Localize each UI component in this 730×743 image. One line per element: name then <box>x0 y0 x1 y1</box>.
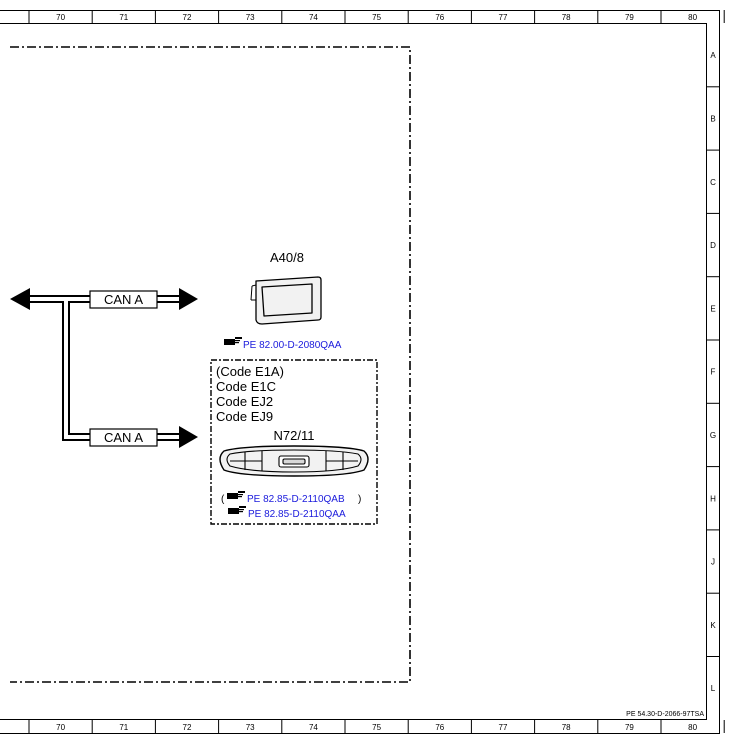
drawing-reference-number: PE 54.30-D-2066-97TSA <box>626 711 704 718</box>
column-label-80: 80 <box>688 13 697 22</box>
reference-open-paren: ( <box>221 494 225 505</box>
column-label-76: 76 <box>435 723 444 732</box>
column-ruler-top: 70 71 72 73 74 75 76 77 78 79 80 <box>28 10 725 23</box>
code-e1c: Code E1C <box>216 379 276 394</box>
n72-11-control-panel-icon <box>219 445 369 477</box>
column-label-79: 79 <box>625 723 634 732</box>
column-label-72: 72 <box>183 723 192 732</box>
bus-arrow-upper-right <box>179 288 198 310</box>
can-a-label-lower: CAN A <box>89 428 158 447</box>
column-label-73: 73 <box>246 13 255 22</box>
column-label-75: 75 <box>372 723 381 732</box>
column-label-74: 74 <box>309 13 318 22</box>
column-label-70: 70 <box>56 723 65 732</box>
a40-8-reference[interactable]: PE 82.00-D-2080QAA <box>224 337 342 351</box>
column-label-78: 78 <box>562 13 571 22</box>
sheet-frame <box>0 10 720 734</box>
n72-11-reference-link-qab[interactable]: PE 82.85-D-2110QAB <box>247 494 345 505</box>
column-label-71: 71 <box>119 723 128 732</box>
column-label-74: 74 <box>309 723 318 732</box>
can-a-label-upper: CAN A <box>89 290 158 309</box>
row-label-H: H <box>710 494 716 503</box>
row-label-A: A <box>710 51 716 60</box>
row-label-J: J <box>711 558 715 567</box>
system-boundary <box>10 46 411 683</box>
row-label-F: F <box>711 368 716 377</box>
row-label-C: C <box>710 178 716 187</box>
column-label-79: 79 <box>625 13 634 22</box>
column-label-78: 78 <box>562 723 571 732</box>
row-label-G: G <box>710 431 716 440</box>
column-label-71: 71 <box>119 13 128 22</box>
a40-8-component-name: A40/8 <box>270 250 304 265</box>
column-label-75: 75 <box>372 13 381 22</box>
n72-11-component-name: N72/11 <box>274 428 315 443</box>
code-ej2: Code EJ2 <box>216 394 273 409</box>
a40-8-reference-link[interactable]: PE 82.00-D-2080QAA <box>243 340 342 351</box>
column-label-72: 72 <box>183 13 192 22</box>
bus-arrow-left <box>10 288 30 310</box>
n72-11-reference-link-qaa[interactable]: PE 82.85-D-2110QAA <box>248 509 346 520</box>
row-label-K: K <box>710 621 716 630</box>
reference-close-paren: ) <box>358 494 361 505</box>
column-label-73: 73 <box>246 723 255 732</box>
a40-8-display-icon <box>250 276 322 325</box>
bus-arrow-lower-right <box>179 426 198 448</box>
can-a-label-lower-text: CAN A <box>104 430 143 445</box>
pointing-hand-icon <box>227 491 245 499</box>
row-label-B: B <box>710 114 715 123</box>
column-label-76: 76 <box>435 13 444 22</box>
column-label-80: 80 <box>688 723 697 732</box>
can-a-label-upper-text: CAN A <box>104 292 143 307</box>
n72-11-option-boundary <box>210 359 378 525</box>
column-label-77: 77 <box>499 723 508 732</box>
pointing-hand-icon <box>224 337 242 345</box>
column-ruler-bottom: 70 71 72 73 74 75 76 77 78 79 80 <box>28 720 725 733</box>
row-ruler-right: A B C D E F G H J K L <box>707 51 719 693</box>
code-e1a: (Code E1A) <box>216 364 284 379</box>
row-label-E: E <box>710 304 715 313</box>
row-label-D: D <box>710 241 716 250</box>
code-ej9: Code EJ9 <box>216 409 273 424</box>
n72-11-code-list: (Code E1A) Code E1C Code EJ2 Code EJ9 <box>216 364 284 424</box>
column-label-77: 77 <box>499 13 508 22</box>
n72-11-reference-optional[interactable]: ( PE 82.85-D-2110QAB ) <box>221 491 361 505</box>
row-label-L: L <box>711 684 716 693</box>
column-label-70: 70 <box>56 13 65 22</box>
pointing-hand-icon <box>228 506 246 514</box>
n72-11-reference[interactable]: PE 82.85-D-2110QAA <box>228 506 346 520</box>
